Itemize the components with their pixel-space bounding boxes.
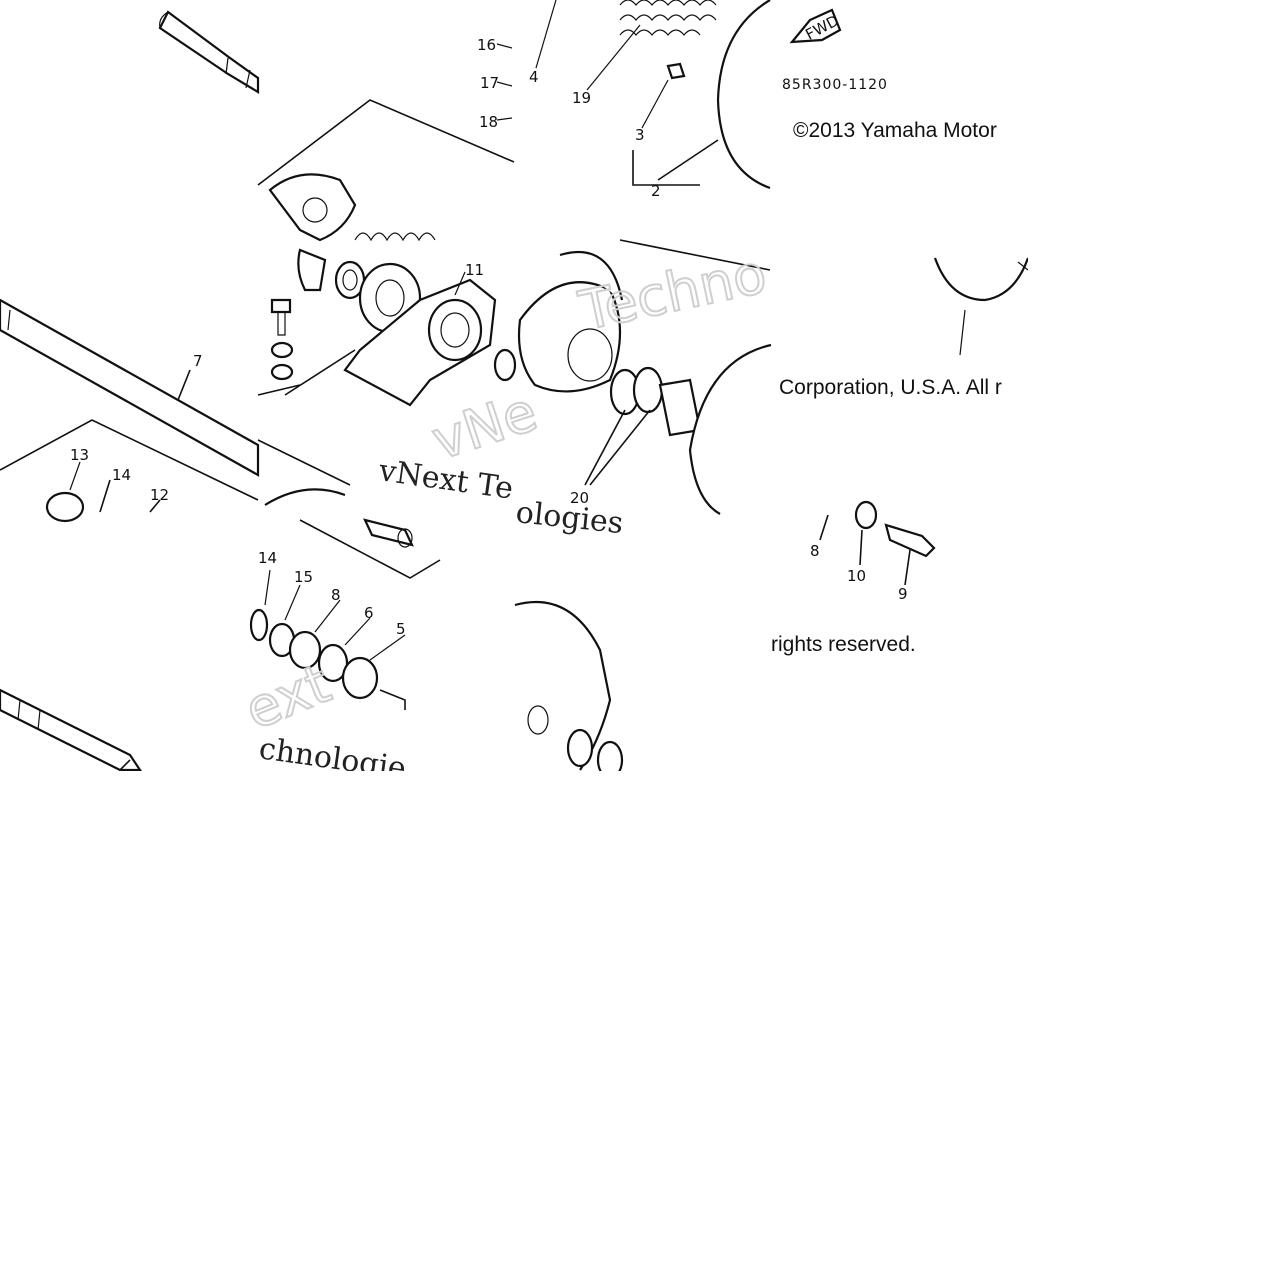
blank-area-right (1028, 0, 1285, 771)
callout-19: 19 (572, 89, 591, 107)
copyright-line-1: ©2013 Yamaha Motor (793, 119, 997, 142)
callout-13: 13 (70, 446, 89, 464)
watermark-layer: Techno vNe ext vNext Te chnologie ologie… (235, 241, 773, 787)
callout-14-lower: 14 (258, 549, 277, 567)
callout-12: 12 (150, 486, 169, 504)
callout-6: 6 (364, 604, 374, 622)
right-parts (789, 8, 1030, 586)
spring-assembly (493, 0, 772, 780)
callout-2: 2 (651, 182, 661, 200)
watermark-vne: vNe (425, 380, 545, 473)
part-code: 85R300-1120 (782, 77, 888, 93)
bracket-assembly (257, 99, 515, 579)
callout-11: 11 (465, 261, 484, 279)
callout-4: 4 (529, 68, 539, 86)
callout-16: 16 (477, 36, 496, 54)
blank-area-bottom (0, 771, 1285, 1285)
washer-stack (249, 608, 406, 710)
callout-9: 9 (898, 585, 908, 603)
callout-8-right: 8 (810, 542, 820, 560)
callout-14-left: 14 (112, 466, 131, 484)
copyright-line-2: Corporation, U.S.A. All r (779, 376, 1002, 399)
shaft-end-top (158, 10, 260, 94)
fwd-arrow-icon (789, 8, 842, 44)
callout-7: 7 (193, 352, 203, 370)
callout-17: 17 (480, 74, 499, 92)
callout-15: 15 (294, 568, 313, 586)
callout-3: 3 (635, 126, 645, 144)
callout-18: 18 (479, 113, 498, 131)
callout-20: 20 (570, 489, 589, 507)
leader-lines (69, 0, 669, 661)
callout-labels: 16 17 18 4 19 3 2 11 7 13 14 12 20 14 15… (70, 36, 908, 638)
drive-shaft (0, 298, 260, 772)
callout-10: 10 (847, 567, 866, 585)
copyright-line-3: rights reserved. (771, 633, 916, 656)
callout-8-lower: 8 (331, 586, 341, 604)
watermark-techno: Techno (574, 242, 772, 343)
callout-5: 5 (396, 620, 406, 638)
